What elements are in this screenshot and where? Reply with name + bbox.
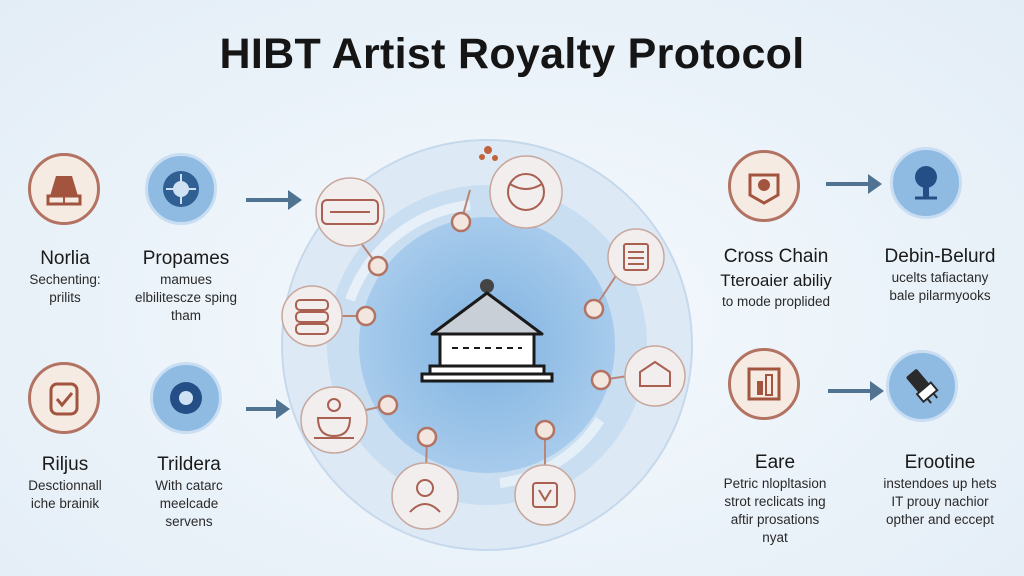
feature-heading: Eare — [754, 452, 796, 473]
arrow-right-top — [826, 174, 882, 194]
orbit-node[interactable] — [583, 298, 605, 320]
feature-subheading: Tteroaier abiliy — [720, 271, 832, 290]
feature-block: Debin-Belurd ucelts tafiactany bale pila… — [862, 245, 1018, 305]
feature-description-line: With catarc — [155, 478, 223, 493]
gear-badge-icon — [150, 362, 222, 434]
feature-description-line: bale pilarmyooks — [889, 288, 991, 303]
feature-description-line: Petric nlopltasion — [723, 476, 827, 491]
planet-satellite-icon — [489, 155, 563, 229]
feature-block: Riljus Desctionnall iche brainik — [6, 453, 124, 513]
feature-heading: Riljus — [41, 454, 89, 475]
feature-description-line: to mode proplided — [721, 294, 831, 309]
feature-heading: Debin-Belurd — [884, 246, 996, 267]
page-title: HIBT Artist Royalty Protocol — [219, 30, 805, 78]
cluster-icon — [145, 153, 217, 225]
orbit-node[interactable] — [590, 369, 612, 391]
coin-stack-satellite-icon — [281, 285, 343, 347]
arrow-left-top — [246, 190, 302, 210]
feature-description-line: tham — [170, 308, 201, 323]
feature-description-line: strot reclicats ing — [724, 494, 826, 509]
orbit-node[interactable] — [416, 426, 438, 448]
plug-icon — [886, 350, 958, 422]
feature-description-line: instendoes up hets — [883, 476, 997, 491]
book-stack-icon — [28, 153, 100, 225]
feature-description-line: Desctionnall — [28, 478, 102, 493]
orbit-node[interactable] — [355, 305, 377, 327]
feature-description-line: opther and eccept — [885, 512, 995, 527]
feature-heading: Cross Chain — [723, 246, 829, 267]
feature-description-line: IT prouy nachior — [891, 494, 989, 509]
feature-block: Eare Petric nlopltasion strot reclicats … — [696, 451, 854, 547]
feature-heading: Norlia — [40, 248, 90, 269]
feature-description-line: ucelts tafiactany — [891, 270, 989, 285]
feature-description-line: elbilitescze sping — [134, 290, 238, 305]
chain-crest-icon — [728, 150, 800, 222]
feature-heading: Erootine — [904, 452, 976, 473]
feature-heading: Propames — [142, 248, 230, 269]
tree-network-icon — [890, 147, 962, 219]
feature-description-line: iche brainik — [30, 496, 100, 511]
feature-block: Erootine instendoes up hets IT prouy nac… — [862, 451, 1018, 529]
feature-heading: Trildera — [157, 454, 221, 475]
feature-description-line: nyat — [762, 530, 788, 545]
cup-satellite-icon — [300, 386, 368, 454]
feature-block: Cross Chain Tteroaier abiliy to mode pro… — [702, 245, 850, 311]
feature-block: Norlia Sechenting: prilits — [6, 247, 124, 307]
feature-description-line: meelcade — [159, 496, 219, 511]
feature-block: Propames mamues elbilitescze sping tham — [118, 247, 254, 325]
feature-description-line: prilits — [49, 290, 81, 305]
arrow-left-bottom — [246, 399, 290, 419]
house-satellite-icon — [624, 345, 686, 407]
orbit-node[interactable] — [534, 419, 556, 441]
arrow-right-bottom — [828, 381, 884, 401]
badge-satellite-icon — [514, 464, 576, 526]
feature-description-line: mamues — [160, 272, 212, 287]
feature-block: Trildera With catarc meelcade servens — [126, 453, 252, 531]
feature-description-line: Sechenting: — [29, 272, 101, 287]
chart-frame-icon — [728, 348, 800, 420]
building-icon — [420, 279, 554, 383]
feature-description-line: aftir prosations — [730, 512, 820, 527]
checklist-jar-icon — [28, 362, 100, 434]
orbit-node[interactable] — [450, 211, 472, 233]
feature-description-line: servens — [165, 514, 213, 529]
orbit-node[interactable] — [367, 255, 389, 277]
orbit-node[interactable] — [377, 394, 399, 416]
